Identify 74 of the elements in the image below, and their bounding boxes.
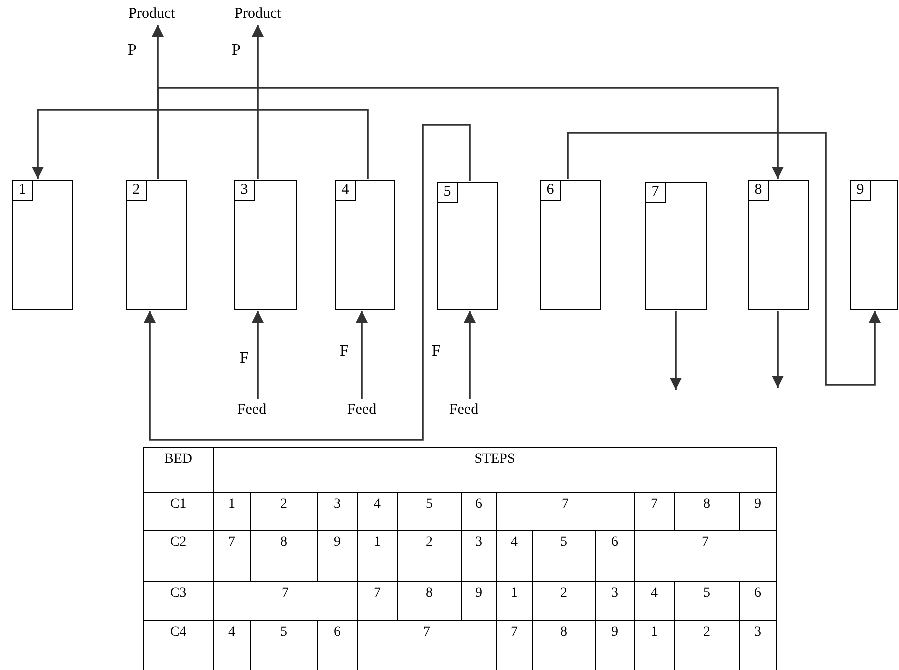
table-cell: 6 — [462, 492, 496, 530]
table-cell: 7 — [634, 492, 674, 530]
table-cell: 7 — [634, 530, 776, 582]
table-cell: 6 — [596, 530, 634, 582]
table-cell: 9 — [318, 530, 358, 582]
table-cell: 8 — [250, 530, 318, 582]
arrow — [157, 87, 784, 179]
table-cell: STEPS — [214, 448, 776, 492]
table-cell: 8 — [674, 492, 740, 530]
table-cell: C3 — [144, 582, 214, 620]
table-cell: 9 — [462, 582, 496, 620]
table-cell: 2 — [250, 492, 318, 530]
table-cell: 5 — [532, 530, 596, 582]
bed-number: 1 — [13, 181, 33, 201]
stream-symbol: F — [340, 343, 349, 361]
arrow — [356, 311, 368, 399]
bed-number: 3 — [235, 181, 255, 201]
table-cell: 7 — [496, 492, 634, 530]
stream-symbol: P — [128, 42, 137, 60]
table-cell: C4 — [144, 620, 214, 670]
stream-symbol: F — [240, 350, 249, 368]
bed-number: 6 — [541, 181, 561, 201]
arrow — [567, 132, 881, 386]
adsorption-column — [645, 182, 707, 310]
bed-number: 8 — [749, 181, 769, 201]
bed-number: 9 — [851, 181, 871, 201]
table-cell: 3 — [596, 582, 634, 620]
bed-number: 7 — [646, 183, 666, 203]
stream-symbol: P — [232, 42, 241, 60]
bed-number: 2 — [127, 181, 147, 201]
table-cell: 7 — [214, 530, 250, 582]
table-cell: 1 — [214, 492, 250, 530]
adsorption-column — [234, 180, 297, 310]
table-cell: 7 — [214, 582, 358, 620]
table-cell: BED — [144, 448, 214, 492]
table-cell: 3 — [318, 492, 358, 530]
adsorption-column — [540, 180, 601, 310]
table-cell: 4 — [634, 582, 674, 620]
table-cell: 7 — [358, 582, 398, 620]
product-label: Product — [230, 4, 286, 24]
bed-number: 5 — [438, 183, 458, 203]
adsorption-column — [126, 180, 187, 310]
bed-number: 4 — [336, 181, 356, 201]
arrow — [670, 311, 682, 390]
table-cell: 4 — [358, 492, 398, 530]
adsorption-column — [335, 180, 395, 310]
table-cell: 3 — [462, 530, 496, 582]
arrow — [772, 311, 784, 388]
arrow — [464, 311, 476, 399]
arrow — [252, 25, 264, 179]
feed-label: Feed — [340, 400, 384, 420]
adsorption-column — [748, 180, 809, 310]
table-cell: 1 — [496, 582, 532, 620]
adsorption-column — [850, 180, 898, 310]
feed-label: Feed — [442, 400, 486, 420]
table-cell: 6 — [740, 582, 776, 620]
feed-label: Feed — [230, 400, 274, 420]
table-cell: 8 — [398, 582, 462, 620]
stream-symbol: F — [432, 343, 441, 361]
table-cell: 5 — [398, 492, 462, 530]
table-cell: 1 — [358, 530, 398, 582]
adsorption-column — [12, 180, 73, 310]
table-cell: 2 — [398, 530, 462, 582]
product-label: Product — [124, 4, 180, 24]
arrow — [144, 124, 471, 441]
arrow — [32, 109, 369, 179]
table-cell: C2 — [144, 530, 214, 582]
arrow — [252, 311, 264, 399]
table-cell: C1 — [144, 492, 214, 530]
table-cell: 2 — [532, 582, 596, 620]
adsorption-column — [437, 182, 498, 310]
table-cell: 9 — [740, 492, 776, 530]
table-cell: 5 — [674, 582, 740, 620]
table-cell: 4 — [496, 530, 532, 582]
